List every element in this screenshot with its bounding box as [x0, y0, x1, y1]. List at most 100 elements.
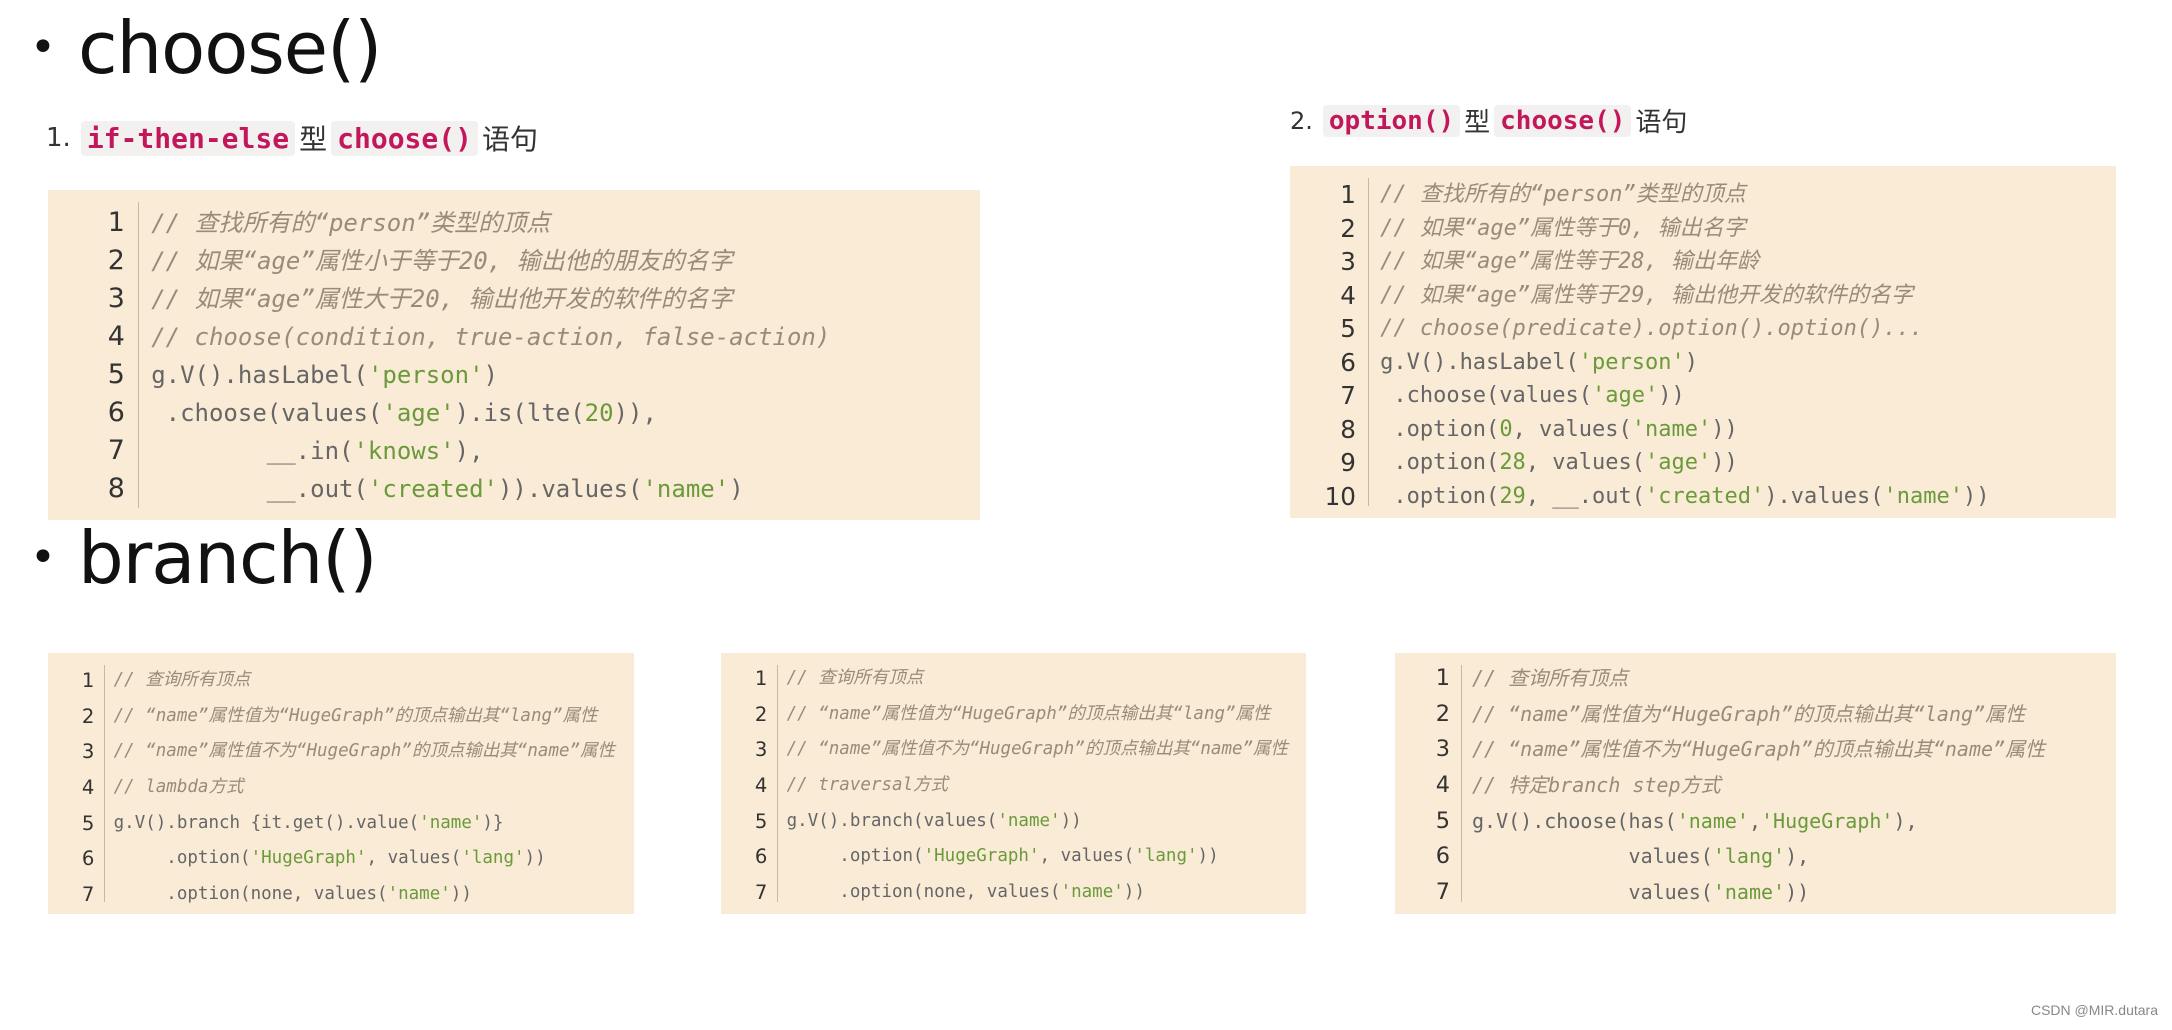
code-text: // choose(predicate).option().option()..…: [1380, 316, 1924, 341]
line-number: 4: [107, 321, 125, 352]
line-number: 4: [1340, 280, 1356, 310]
line-number: 1: [754, 667, 768, 690]
line-number: 7: [81, 883, 95, 907]
code-text: values('lang'),: [1472, 844, 1810, 869]
watermark: CSDN @MIR.dutara: [2030, 1002, 2158, 1018]
code-line: 3// 如果“age”属性等于28, 输出年龄: [1290, 245, 2116, 279]
subheading-if-then-else: 1. if-then-else 型 choose() 语句: [46, 118, 542, 158]
code-line: 3 // “name”属性值不为“HugeGraph”的顶点输出其“name”属性: [1395, 732, 2116, 768]
code-line: 7 .choose(values('age')): [1290, 379, 2116, 413]
code-text: .option(29, __.out('created').values('na…: [1380, 483, 1990, 509]
code-block-branch-traversal: 1// 查询所有顶点 2 // “name”属性值为“HugeGraph”的顶点输出…: [721, 653, 1306, 914]
gutter-separator: [104, 665, 105, 902]
code-line: 3// “name”属性值不为“HugeGraph”的顶点输出其“name”属性: [48, 734, 634, 770]
code-line: 2// “name”属性值为“HugeGraph”的顶点输出其“lang”属性: [1395, 697, 2116, 733]
code-line: 4 // choose(condition, true-action, false…: [48, 318, 980, 356]
code-line: 5 g.V().branch {it.get().value('name')}: [48, 806, 634, 842]
line-number: 2: [81, 704, 95, 728]
code-block-branch-step: 1 // 查询所有顶点 2// “name”属性值为“HugeGraph”的顶点输出…: [1395, 653, 2116, 914]
code-line: 6 .option('HugeGraph', values('lang')): [721, 839, 1306, 875]
code-text: // “name”属性值为“HugeGraph”的顶点输出其“lang”属性: [786, 703, 1271, 724]
code-text: // “name”属性值不为“HugeGraph”的顶点输出其“name”属性: [1472, 737, 2046, 762]
code-text: g.V().branch {it.get().value('name')}: [113, 812, 504, 833]
line-number: 7: [754, 881, 768, 905]
line-number: 1: [81, 669, 95, 692]
code-text: // 查找所有的“person”类型的顶点: [151, 209, 551, 237]
code-line: 1// 查询所有顶点: [721, 661, 1306, 697]
code-line: 4// traversal方式: [721, 768, 1306, 804]
line-number: 6: [1435, 843, 1450, 870]
code-text: // lambda方式: [113, 777, 244, 798]
subheading-number: 2.: [1290, 106, 1313, 135]
code-text: .choose(values('age')): [1380, 383, 1685, 408]
code-text: // 查找所有的“person”类型的顶点: [1380, 182, 1746, 207]
code-line: 7 .option(none, values('name')): [721, 875, 1306, 911]
code-text: g.V().hasLabel('person'): [151, 361, 498, 389]
code-text: g.V().choose(has('name','HugeGraph'),: [1472, 808, 1918, 833]
code-line: 2// “name”属性值为“HugeGraph”的顶点输出其“lang”属性: [48, 699, 634, 735]
line-number: 2: [107, 245, 125, 276]
inline-code-if-then-else: if-then-else: [80, 120, 296, 156]
code-text: // 查询所有顶点: [113, 670, 251, 690]
code-line: 5 g.V().choose(has('name','HugeGraph'),: [1395, 804, 2116, 840]
gutter-separator: [1461, 665, 1462, 902]
code-line: 1// 查找所有的“person”类型的顶点: [1290, 178, 2116, 212]
code-line: 2 // 如果“age”属性等于0, 输出名字: [1290, 212, 2116, 246]
code-line: 8 .option(0, values('name')): [1290, 413, 2116, 447]
code-line: 2 // “name”属性值为“HugeGraph”的顶点输出其“lang”属性: [721, 697, 1306, 733]
code-text: // 特定branch step方式: [1472, 773, 1721, 798]
code-text: g.V().hasLabel('person'): [1380, 349, 1698, 375]
code-text: .choose(values('age').is(lte(20)),: [151, 399, 657, 427]
line-number: 3: [1435, 736, 1450, 763]
code-line: 3// “name”属性值不为“HugeGraph”的顶点输出其“name”属性: [721, 732, 1306, 768]
code-text: // 如果“age”属性等于29, 输出他开发的软件的名字: [1380, 282, 1914, 308]
line-number: 2: [1340, 213, 1356, 243]
subheading-option: 2. option() 型 choose() 语句: [1290, 102, 1691, 139]
code-text: .option('HugeGraph', values('lang')): [113, 848, 546, 869]
code-text: .option('HugeGraph', values('lang')): [786, 846, 1219, 867]
line-number: 1: [1435, 665, 1450, 691]
code-text: // 如果“age”属性等于0, 输出名字: [1380, 215, 1746, 241]
gutter-separator: [138, 202, 139, 508]
code-text: __.out('created')).values('name'): [151, 475, 744, 503]
inline-code-option: option(): [1322, 104, 1461, 137]
subheading-word-type: 型: [299, 123, 328, 156]
code-line: 7 values('name')): [1395, 875, 2116, 911]
code-text: .option(none, values('name')): [113, 884, 472, 905]
line-number: 10: [1324, 481, 1356, 511]
code-line: 6 values('lang'),: [1395, 839, 2116, 875]
code-text: // 查询所有顶点: [1472, 666, 1629, 690]
choose-heading: • choose(): [30, 6, 382, 90]
line-number: 3: [81, 740, 95, 764]
line-number: 5: [81, 811, 95, 835]
line-number: 8: [1340, 414, 1356, 444]
subheading-word-statement: 语句: [481, 123, 538, 156]
code-text: // choose(condition, true-action, false-…: [151, 323, 831, 351]
line-number: 7: [1435, 879, 1450, 906]
branch-heading: • branch(): [30, 516, 377, 600]
line-number: 8: [107, 473, 125, 504]
code-text: values('name')): [1472, 880, 1810, 905]
line-number: 5: [1340, 314, 1356, 343]
code-text: // 如果“age”属性小于等于20, 输出他的朋友的名字: [151, 247, 733, 275]
code-line: 8 __.out('created')).values('name'): [48, 470, 980, 508]
gutter-separator: [1368, 178, 1369, 506]
line-number: 2: [754, 702, 768, 726]
code-line: 5 // choose(predicate).option().option().…: [1290, 312, 2116, 346]
code-line: 4// 特定branch step方式: [1395, 768, 2116, 804]
line-number: 4: [81, 776, 95, 800]
gutter-separator: [777, 665, 778, 902]
heading-branch: branch(): [77, 516, 377, 600]
code-text: __.in('knows'),: [151, 437, 484, 465]
line-number: 5: [1435, 807, 1450, 834]
code-text: .option(0, values('name')): [1380, 416, 1738, 442]
heading-choose: choose(): [77, 6, 382, 90]
code-text: .option(none, values('name')): [786, 882, 1145, 903]
code-line: 1// 查找所有的“person”类型的顶点: [48, 204, 980, 242]
line-number: 6: [754, 845, 768, 869]
code-block-branch-lambda: 1 // 查询所有顶点 2// “name”属性值为“HugeGraph”的顶点输出…: [48, 653, 634, 914]
